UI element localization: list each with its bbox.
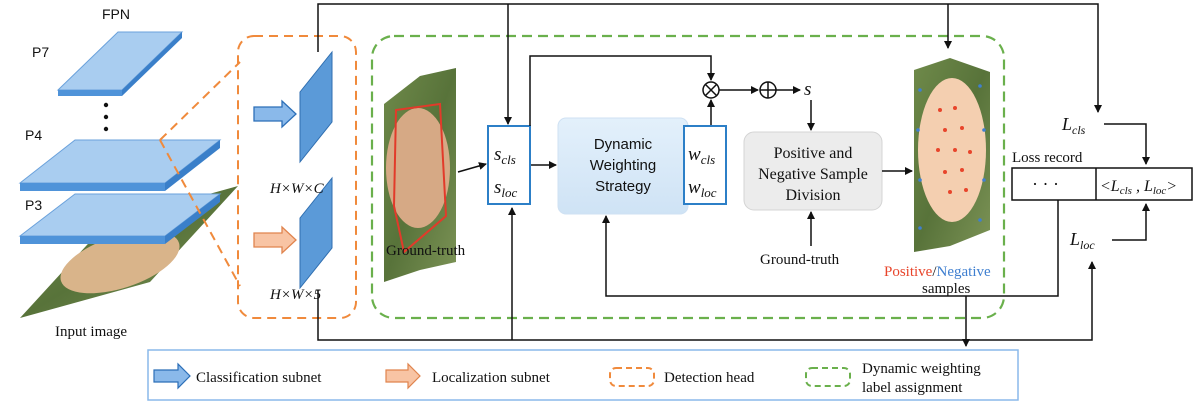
samples-label: samples — [922, 281, 970, 297]
loss-record-box — [1011, 167, 1193, 201]
l-cls-to-record-arrow — [1104, 123, 1150, 165]
scores-to-multiply-arrow — [529, 55, 715, 126]
ground-truth-image — [384, 68, 456, 282]
fpn-to-head-connector-top — [159, 61, 241, 141]
w-cls-label: wcls — [688, 144, 715, 167]
classification-arrow — [253, 99, 297, 129]
l-cls-label: Lcls — [1061, 114, 1086, 137]
fpn-layer-p7 — [56, 31, 184, 96]
scores-box — [487, 125, 531, 205]
division-line3: Division — [785, 187, 840, 204]
loc-feature-map — [299, 176, 333, 290]
fpn-title: FPN — [102, 6, 130, 22]
l-loc-label: Lloc — [1069, 229, 1095, 252]
fpn-p4-label: P4 — [25, 127, 42, 143]
localization-arrow — [253, 225, 297, 255]
fpn-to-head-connector-bottom — [159, 139, 241, 287]
samples-image — [914, 58, 990, 252]
fpn-dots — [103, 102, 109, 132]
legend-classification-arrow — [153, 362, 191, 390]
loss-record-dots: · · · — [1032, 174, 1059, 194]
legend-box — [147, 349, 1019, 401]
division-line1: Positive and — [774, 145, 853, 162]
legend-dynamic-swatch — [805, 367, 851, 387]
legend-detection-head-label: Detection head — [664, 370, 755, 386]
ground-truth-label: Ground-truth — [760, 252, 840, 268]
legend-detection-head-swatch — [609, 367, 655, 387]
cls-head-to-loss-line — [317, 3, 1102, 113]
s-cls-label: scls — [494, 144, 516, 167]
dynamic-line1: Dynamic — [594, 136, 653, 153]
legend-localization-label: Localization subnet — [432, 370, 551, 386]
s-loc-label: sloc — [494, 177, 518, 200]
l-loc-to-record-arrow — [1112, 203, 1150, 241]
legend-classification-label: Classification subnet — [196, 370, 322, 386]
legend-dynamic-line1: Dynamic weighting — [862, 361, 981, 377]
loc-shape-label: H×W×5 — [269, 287, 322, 303]
dynamic-line3: Strategy — [595, 178, 651, 195]
division-line2: Negative Sample — [758, 166, 868, 183]
fpn-layer-p3 — [18, 193, 222, 244]
loss-record-feedback-arrow — [602, 188, 1059, 297]
dynamic-line2: Weighting — [590, 157, 656, 174]
fpn-p3-label: P3 — [25, 197, 42, 213]
detection-head-box — [237, 35, 357, 319]
fpn-p7-label: P7 — [32, 44, 49, 60]
weights-box — [683, 125, 727, 205]
ground-truth-image-label: Ground-truth — [386, 243, 466, 259]
cls-feature-map — [299, 50, 333, 164]
s-output-label: s — [804, 79, 811, 100]
fpn-layer-p4 — [18, 139, 222, 191]
positive-negative-label: Positive/Negative — [884, 264, 991, 280]
input-image-label: Input image — [55, 324, 127, 340]
cls-shape-label: H×W×C — [269, 181, 325, 197]
legend-dynamic-line2: label assignment — [862, 380, 963, 396]
legend-localization-arrow — [385, 362, 421, 390]
w-loc-label: wloc — [688, 177, 717, 200]
loss-pair-label: <Lcls , Lloc> — [1100, 178, 1177, 197]
gt-to-scores-arrow — [457, 162, 487, 173]
loc-head-to-loss-line — [317, 261, 1096, 341]
dynamic-assignment-box — [370, 34, 1006, 320]
loss-record-title: Loss record — [1012, 150, 1083, 166]
